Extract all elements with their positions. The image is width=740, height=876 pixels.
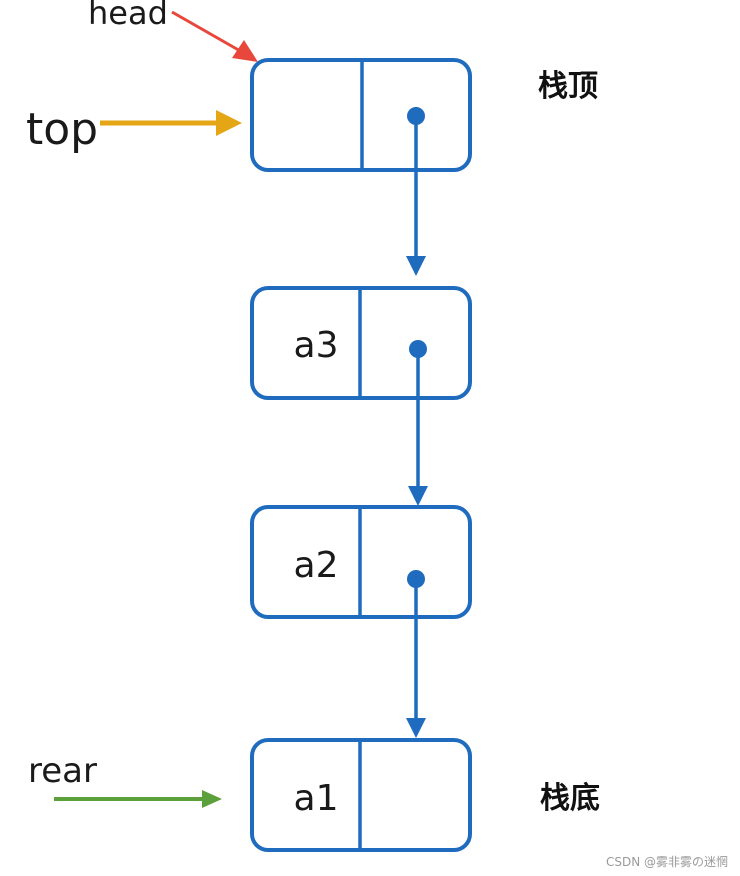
next-pointer-arrow (406, 107, 426, 276)
node-data: a3 (294, 325, 339, 366)
rear-arrow (54, 790, 222, 808)
next-pointer-arrow (408, 340, 428, 506)
node-a1: a1 (250, 738, 472, 852)
node-data: a2 (294, 545, 339, 586)
node-head (250, 58, 472, 172)
head-label: head (88, 0, 168, 32)
top-arrow (100, 110, 242, 136)
top-label: top (26, 104, 98, 155)
node-data: a1 (294, 778, 339, 819)
node-a2: a2 (250, 505, 472, 619)
stack-bottom-label: 栈底 (540, 781, 600, 816)
node-a3: a3 (250, 286, 472, 400)
watermark: CSDN @雾非雾の迷惘 (606, 854, 728, 869)
rear-label: rear (28, 751, 97, 791)
stack-top-label: 栈顶 (538, 69, 598, 104)
head-arrow (171, 10, 258, 62)
next-pointer-arrow (406, 570, 426, 738)
